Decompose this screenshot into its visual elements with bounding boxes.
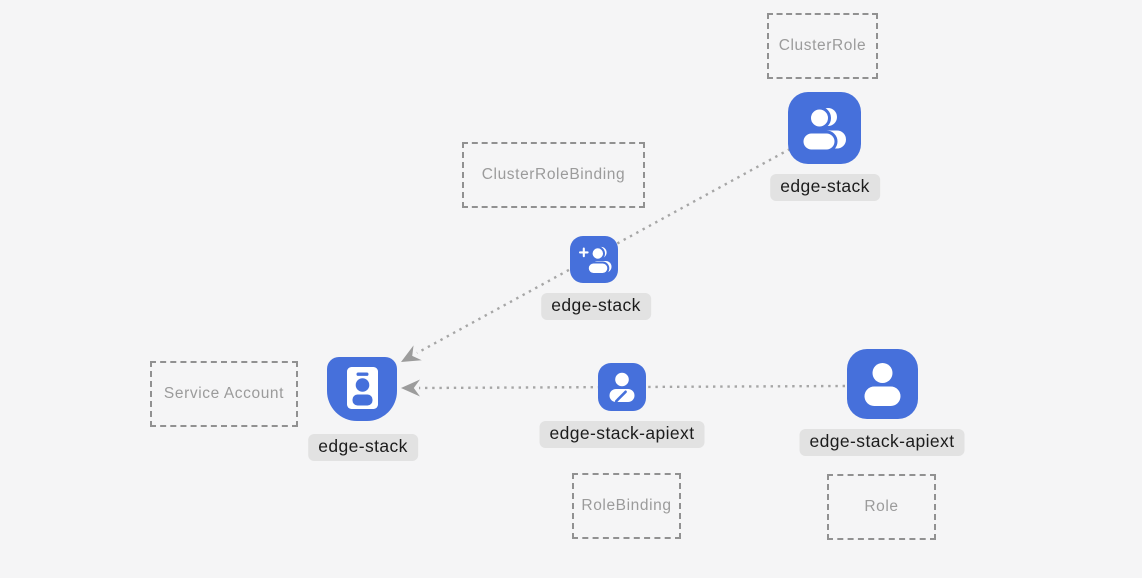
type-box-label: ClusterRole	[778, 37, 867, 54]
node-label: edge-stack-apiext	[799, 429, 965, 456]
clusterrole-node	[788, 92, 861, 164]
type-box-label: RoleBinding	[581, 497, 672, 514]
edge-arrowhead-icon	[401, 345, 422, 362]
type-box-label: ClusterRoleBinding	[481, 166, 626, 183]
type-box-label: Role	[864, 498, 899, 515]
role-node	[847, 349, 918, 419]
serviceaccount-node	[327, 357, 397, 421]
type-box-cluster-role: ClusterRole	[767, 13, 878, 79]
node-label: edge-stack-apiext	[539, 421, 705, 448]
type-box-service-account: Service Account	[150, 361, 298, 427]
node-label: edge-stack	[308, 434, 418, 461]
type-box-cluster-role-binding: ClusterRoleBinding	[462, 142, 645, 208]
rolebinding-node	[598, 363, 646, 411]
type-box-role-binding: RoleBinding	[572, 473, 681, 539]
type-box-label: Service Account	[163, 385, 285, 402]
group-icon	[800, 106, 846, 153]
node-label: edge-stack	[541, 293, 651, 320]
person-add-icon	[578, 246, 612, 275]
person-edit-icon	[609, 372, 635, 403]
person-icon	[864, 363, 901, 406]
type-box-role: Role	[827, 474, 936, 540]
clusterrolebinding-node	[570, 236, 618, 283]
edge-role-to-serviceaccount	[418, 384, 846, 390]
node-label: edge-stack	[770, 174, 880, 201]
edge-clusterrole-to-serviceaccount	[416, 147, 791, 355]
edge-arrowhead-icon	[401, 379, 420, 397]
id-badge-icon	[347, 367, 378, 409]
